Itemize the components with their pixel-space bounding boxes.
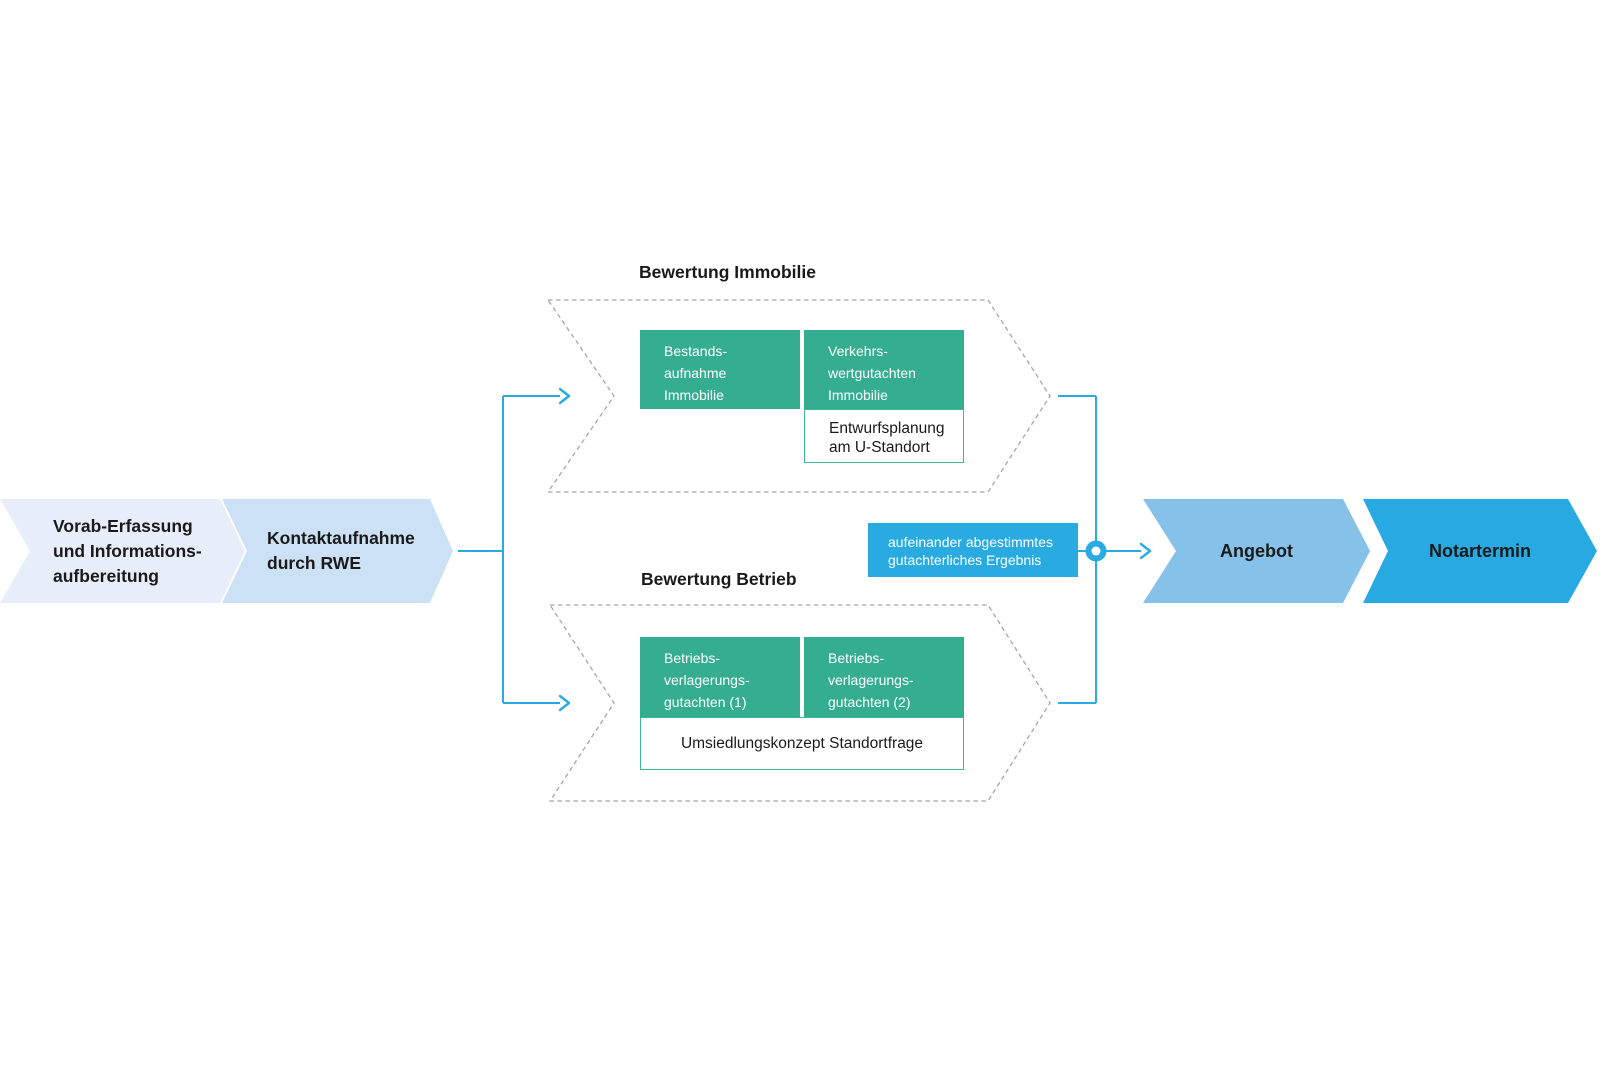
connector-left-split <box>458 395 560 704</box>
sub-box-label: Umsiedlungskonzept Standortfrage <box>680 734 924 752</box>
assessment-box-bestandsaufnahme: Bestands- aufnahme Immobilie <box>640 330 800 409</box>
box-label-line: Verkehrs- <box>828 343 888 359</box>
box-label-line: gutachten (1) <box>664 694 747 710</box>
sub-box-line: Entwurfsplanung <box>829 420 945 437</box>
assessment-box-verkehrswertgutachten: Verkehrs- wertgutachten Immobilie <box>804 330 964 409</box>
sub-box-umsiedlungskonzept: Umsiedlungskonzept Standortfrage <box>640 717 964 770</box>
box-label-line: Immobilie <box>828 387 888 403</box>
result-line: aufeinander abgestimmtes <box>888 534 1053 550</box>
box-label-line: verlagerungs- <box>664 672 750 688</box>
step-label-line: Vorab-Erfassung <box>53 515 193 536</box>
arrowhead-result-icon <box>1139 542 1152 560</box>
step-arrow-notartermin: Notartermin <box>1363 499 1597 603</box>
step-label-line: Kontaktaufnahme <box>267 528 415 548</box>
step-arrow-kontaktaufnahme: Kontaktaufnahme durch RWE <box>222 499 453 603</box>
step-label: Angebot <box>1220 541 1293 561</box>
dashed-region-immobilie <box>546 299 1051 493</box>
step-label: Kontaktaufnahme durch RWE <box>267 526 415 576</box>
result-line: gutachterliches Ergebnis <box>888 552 1042 568</box>
box-label-line: Immobilie <box>664 387 724 403</box>
sub-box-line: am U-Standort <box>829 439 930 456</box>
box-label-line: wertgutachten <box>828 365 916 381</box>
step-label: Vorab-Erfassung und Informations- aufber… <box>53 514 202 589</box>
step-arrow-vorab-erfassung: Vorab-Erfassung und Informations- aufber… <box>0 499 245 603</box>
section-title-betrieb: Bewertung Betrieb <box>641 569 797 589</box>
step-label-line: durch RWE <box>267 553 361 573</box>
assessment-box-betriebsverlagerung-2: Betriebs- verlagerungs- gutachten (2) <box>804 637 964 717</box>
assessment-box-betriebsverlagerung-1: Betriebs- verlagerungs- gutachten (1) <box>640 637 800 717</box>
junction-node-icon <box>1085 540 1107 562</box>
box-label-line: Betriebs- <box>828 650 885 666</box>
box-label-line: aufnahme <box>664 365 727 381</box>
result-box: aufeinander abgestimmtes gutachterliches… <box>868 523 1078 577</box>
step-arrow-angebot: Angebot <box>1143 499 1370 603</box>
step-label-line: und Informations- <box>53 540 202 561</box>
arrowhead-top-icon <box>558 387 571 405</box>
arrowhead-bottom-icon <box>558 694 571 712</box>
dashed-region-betrieb <box>548 604 1051 802</box>
step-label-line: aufbereitung <box>53 565 159 586</box>
box-label-line: gutachten (2) <box>828 694 911 710</box>
section-title-immobilie: Bewertung Immobilie <box>639 262 816 282</box>
box-label-line: Bestands- <box>664 343 728 359</box>
sub-box-entwurfsplanung: Entwurfsplanung am U-Standort <box>804 409 964 463</box>
box-label-line: verlagerungs- <box>828 672 914 688</box>
box-label-line: Betriebs- <box>664 650 721 666</box>
step-label: Notartermin <box>1428 541 1531 561</box>
